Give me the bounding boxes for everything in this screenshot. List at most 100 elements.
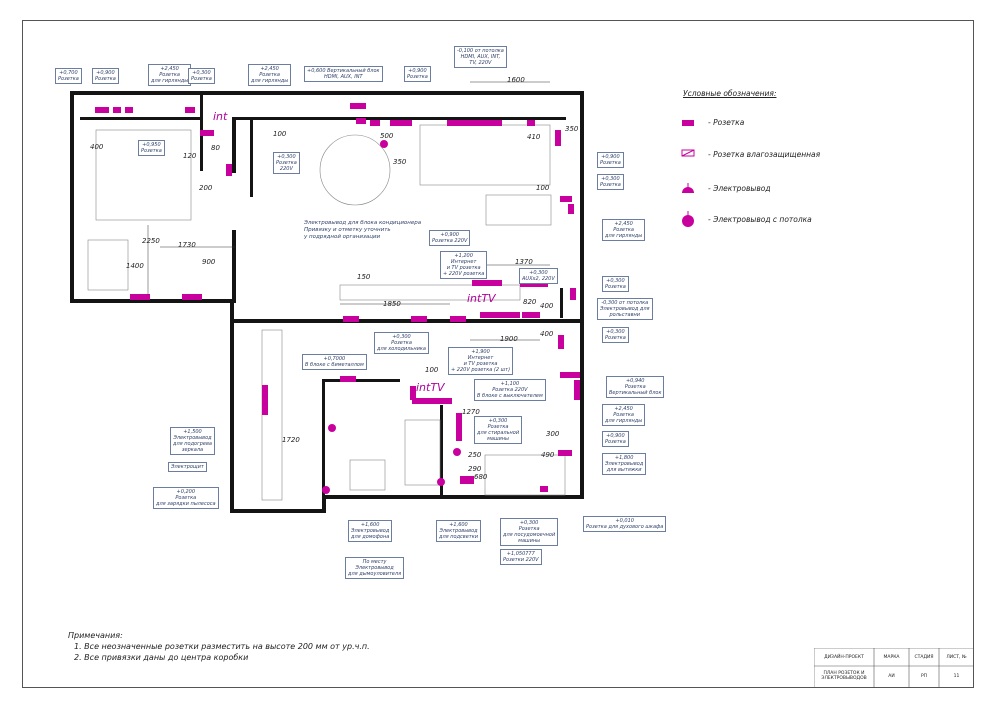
callout: +0,300 Розетка для холодильника <box>374 332 429 354</box>
dimension: 1900 <box>500 335 518 343</box>
dimension: 500 <box>380 132 394 140</box>
tb-stage: РП <box>920 674 928 679</box>
callout: +1,600 Электровывод для домофона <box>348 520 393 542</box>
callout: +0,300 Розетка для стиральной машины <box>474 416 523 444</box>
wall-outlet-icon <box>682 183 694 193</box>
callout: +0,300 AUXx2, 220V <box>519 268 558 284</box>
tb-project: ДИЗАЙН-ПРОЕКТ <box>824 655 864 660</box>
dimension: 150 <box>357 273 371 281</box>
callout: +0,900 Розетка <box>602 431 629 447</box>
dimension: 680 <box>474 473 488 481</box>
tb-sheet-header: ЛИСТ, № <box>946 655 967 660</box>
drawing-frame <box>22 20 974 688</box>
dimension: 100 <box>536 184 550 192</box>
callout: +0,200 Розетка для зарядки пылесоса <box>153 487 219 509</box>
callout: +0,600 Вертикальный блок HDMI, AUX, INT <box>304 66 383 82</box>
callout: +0,010 Розетка для духового шкафа <box>583 516 667 532</box>
callout: +0,300 Розетка <box>602 327 629 343</box>
legend-icons <box>681 120 695 227</box>
callout: +0,950 Розетка <box>138 140 165 156</box>
callout: +1,500 Электровывод для подогрева зеркал… <box>170 427 215 455</box>
title-block-grid <box>814 648 974 688</box>
legend-item: - Розетка влагозащищенная <box>708 150 821 159</box>
dimension: 1270 <box>462 408 480 416</box>
dimension: 900 <box>202 258 216 266</box>
dimension: 820 <box>523 298 537 306</box>
ceiling-outlet-icon <box>682 211 694 227</box>
callout: +1,800 Электровывод для вытяжки <box>602 453 647 475</box>
callout: +1,100 Розетка 220V В блоке с выключател… <box>474 379 546 401</box>
waterproof-socket-icon <box>681 149 695 157</box>
notes-title: Примечания: <box>68 631 123 640</box>
dimension: 2250 <box>142 237 160 245</box>
callout: +0,900 Розетка 220V <box>429 230 471 246</box>
tb-sheet-name: ПЛАН РОЗЕТОК И ЭЛЕКТРОВЫВОДОВ <box>821 671 867 681</box>
socket-icon <box>682 120 694 126</box>
callout: +0,300 Розетка <box>188 68 215 84</box>
legend-title: Условные обозначения: <box>683 89 777 98</box>
callout: +0,900 Розетка <box>404 66 431 82</box>
ac-note: Электровывод для блока кондиционера Прив… <box>304 220 422 240</box>
tb-mark: АИ <box>888 674 895 679</box>
callout: -0,300 от потолка Электровывод для рольс… <box>597 298 653 320</box>
int-label: int <box>213 110 228 123</box>
callout: +0,940 Розетка Вертикальный блок <box>606 376 665 398</box>
dimension: 80 <box>211 144 220 152</box>
dimension: 1400 <box>126 262 144 270</box>
callout: +0,7000 В блоке с биметаллом <box>302 354 367 370</box>
callout: +0,300 Розетка <box>597 174 624 190</box>
callout: +0,300 Розетка для посудомоечной машины <box>500 518 559 546</box>
dimension: 120 <box>183 152 197 160</box>
sockets <box>95 103 580 492</box>
dimension: 350 <box>565 125 579 133</box>
callout: +0,900 Розетка <box>92 68 119 84</box>
dimension: 490 <box>541 451 555 459</box>
tb-stage-header: СТАДИЯ <box>914 655 934 660</box>
callout: +0,900 Розетка <box>597 152 624 168</box>
tb-mark-header: МАРКА <box>883 655 900 660</box>
dimension: 1370 <box>515 258 533 266</box>
callout: +2,450 Розетка для гирлянды <box>248 64 292 86</box>
int-tv-label: intTV <box>467 292 496 305</box>
notes: Примечания: 1. Все неозначенные розетки … <box>68 630 370 663</box>
dimension: 100 <box>273 130 287 138</box>
legend-item: - Розетка <box>708 118 745 127</box>
callout: +1,050777 Розетки 220V <box>500 549 542 565</box>
int-tv-label: intTV <box>416 381 445 394</box>
legend-item: - Электровывод с потолка <box>708 215 812 224</box>
callout: По месту Электровывод для дымоуловителя <box>345 557 405 579</box>
dimension-lines <box>147 81 550 341</box>
callout: Электрощит <box>168 462 207 472</box>
callout: +0,700 Розетка <box>55 68 82 84</box>
tb-sheet: 11 <box>953 674 960 679</box>
dimension: 1850 <box>383 300 401 308</box>
dimension: 100 <box>425 366 439 374</box>
callout: +2,450 Розетка для гирлянды <box>602 404 646 426</box>
dimension: 250 <box>468 451 482 459</box>
note-item: 2. Все привязки даны до центра коробки <box>74 653 249 662</box>
dimension: 400 <box>540 302 554 310</box>
note-item: 1. Все неозначенные розетки разместить н… <box>74 642 370 651</box>
dimension: 400 <box>540 330 554 338</box>
dimension: 1720 <box>282 436 300 444</box>
callout: -0,100 от потолка HDMI, AUX, INT, TV, 22… <box>454 46 507 68</box>
dimension: 290 <box>468 465 482 473</box>
callout: +0,300 Розетка 220V <box>273 152 300 174</box>
callout: +2,450 Розетка для гирлянды <box>602 219 646 241</box>
callout: +1,900 Интернет и TV розетка + 220V розе… <box>448 347 514 375</box>
dimension: 200 <box>199 184 213 192</box>
dimension: 350 <box>393 158 407 166</box>
dimension: 410 <box>527 133 541 141</box>
dimension: 400 <box>90 143 104 151</box>
dimension: 1730 <box>178 241 196 249</box>
callout: +0,300 Розетка <box>602 276 629 292</box>
callout: +1,200 Интернет и TV розетка + 220V розе… <box>440 251 488 279</box>
legend-item: - Электровывод <box>708 184 771 193</box>
dimension: 300 <box>546 430 560 438</box>
callout: +1,600 Электровывод для подсветки <box>436 520 481 542</box>
walls <box>70 91 584 513</box>
outlets <box>322 140 461 494</box>
callout: +2,450 Розетка для гирлянды <box>148 64 192 86</box>
dimension: 1600 <box>507 76 525 84</box>
